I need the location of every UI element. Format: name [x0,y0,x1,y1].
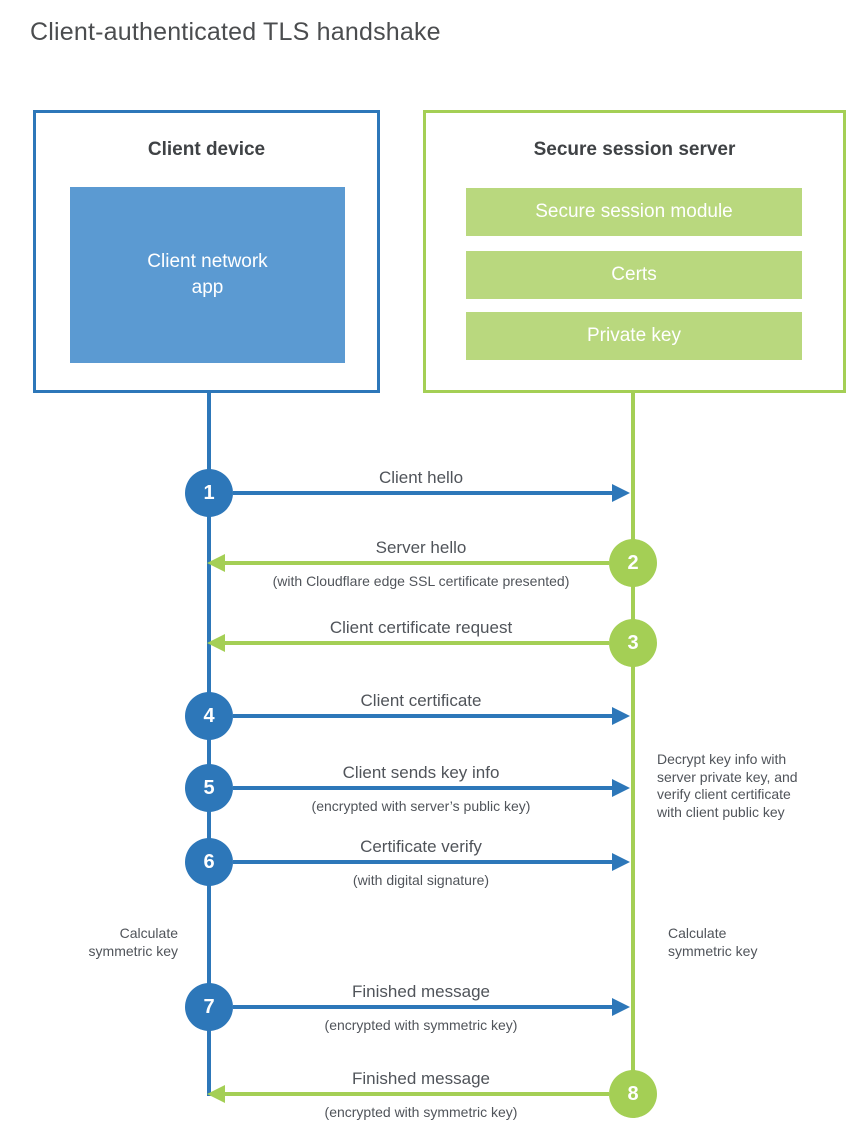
step-7-arrow [233,1005,612,1009]
step-7-arrowhead-icon [612,998,630,1016]
step-8-arrow [225,1092,609,1096]
step-4-label: Client certificate [360,691,482,710]
step-8-arrowhead-icon [207,1085,225,1103]
step-1-label: Client hello [378,468,464,487]
step-1-badge: 1 [185,469,233,517]
step-5-badge: 5 [185,764,233,812]
step-3-arrowhead-icon [207,634,225,652]
step-2-badge: 2 [609,539,657,587]
decrypt-key-note: Decrypt key info with server private key… [657,751,798,820]
step-5-arrowhead-icon [612,779,630,797]
step-8-sublabel: (encrypted with symmetric key) [324,1104,518,1120]
module-certs: Certs [466,251,802,299]
step-4-arrow [233,714,612,718]
step-3-label: Client certificate request [329,618,513,637]
step-2-label: Server hello [375,538,467,557]
step-1-arrowhead-icon [612,484,630,502]
step-1-arrow [233,491,612,495]
step-5-label: Client sends key info [342,763,500,782]
server-lifeline [631,393,635,1096]
step-5-sublabel: (encrypted with server’s public key) [311,798,531,814]
step-4-badge: 4 [185,692,233,740]
page-title: Client-authenticated TLS handshake [30,18,441,46]
step-6-arrowhead-icon [612,853,630,871]
step-8-badge: 8 [609,1070,657,1118]
secure-session-server-box: Secure session server Secure session mod… [423,110,846,393]
module-private-key: Private key [466,312,802,360]
step-6-sublabel: (with digital signature) [352,872,490,888]
step-8-label: Finished message [352,1069,490,1088]
step-4-arrowhead-icon [612,707,630,725]
client-network-app-box: Client network app [70,187,345,363]
calculate-symmetric-key-note-server: Calculate symmetric key [668,925,758,959]
step-6-label: Certificate verify [360,837,482,856]
step-7-label: Finished message [352,982,490,1001]
calculate-symmetric-key-note-client: Calculate symmetric key [88,925,178,959]
step-3-badge: 3 [609,619,657,667]
step-5-arrow [233,786,612,790]
step-6-arrow [233,860,612,864]
step-2-arrowhead-icon [207,554,225,572]
step-7-badge: 7 [185,983,233,1031]
client-device-box: Client device Client network app [33,110,380,393]
step-7-sublabel: (encrypted with symmetric key) [324,1017,518,1033]
step-3-arrow [225,641,609,645]
client-device-title: Client device [147,139,266,160]
secure-session-server-title: Secure session server [533,139,736,160]
step-6-badge: 6 [185,838,233,886]
client-lifeline [207,393,211,1096]
module-secure-session: Secure session module [466,188,802,236]
step-2-arrow [225,561,609,565]
step-2-sublabel: (with Cloudflare edge SSL certificate pr… [272,573,570,589]
